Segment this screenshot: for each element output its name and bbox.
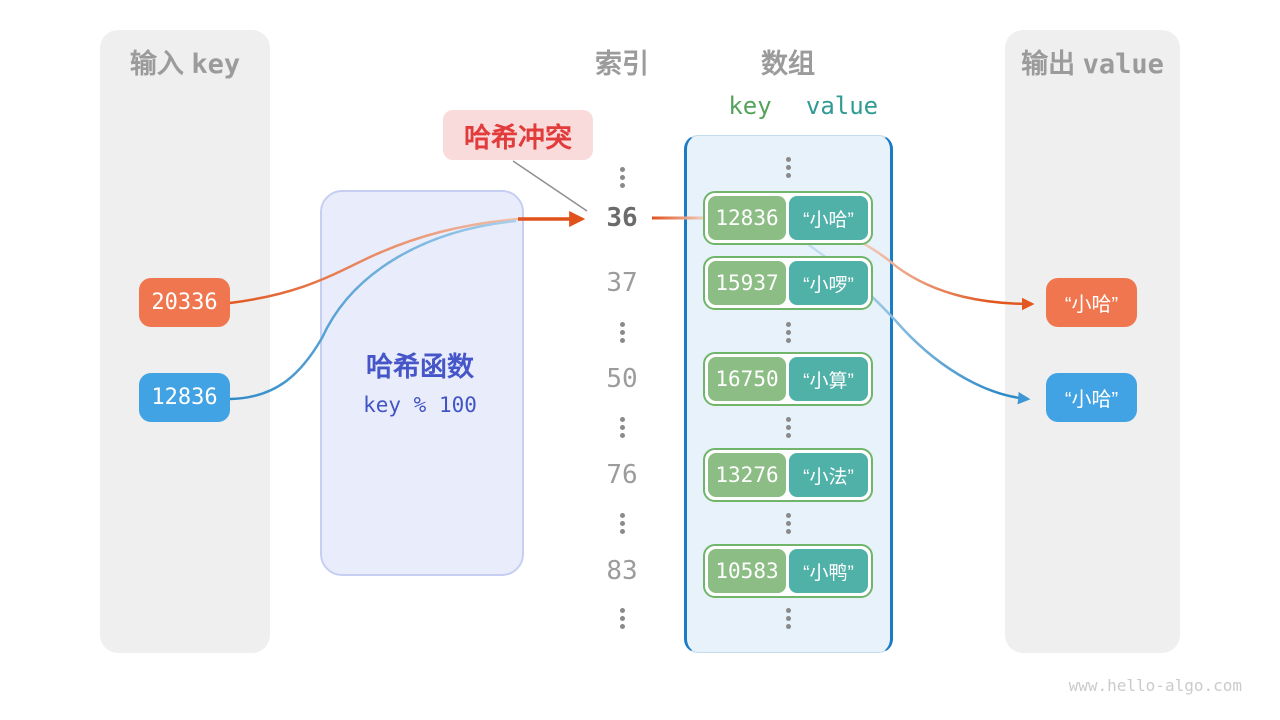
array-key-header: key xyxy=(728,92,772,120)
output-title-en: value xyxy=(1082,49,1164,80)
array-dots xyxy=(738,322,838,343)
hash-function-formula: key % 100 xyxy=(363,393,477,417)
hash-collision-label: 哈希冲突 xyxy=(443,110,593,160)
output-panel-title: 输出 value xyxy=(1005,42,1180,81)
array-dots xyxy=(738,608,838,629)
hash-collision-text: 哈希冲突 xyxy=(464,122,572,153)
array-row-15937: 15937 “小啰” xyxy=(703,256,873,310)
array-value-header: value xyxy=(805,92,879,120)
array-value-box: “小法” xyxy=(789,453,868,497)
array-value-box: “小啰” xyxy=(789,261,868,305)
index-cell-37: 37 xyxy=(606,268,638,298)
input-key-20336-label: 20336 xyxy=(151,290,218,315)
array-key-box: 12836 xyxy=(708,196,786,240)
index-dots xyxy=(572,608,672,629)
array-value-box: “小鸭” xyxy=(789,549,868,593)
input-panel xyxy=(100,30,270,653)
array-panel-title: 数组 xyxy=(761,49,815,79)
input-key-20336: 20336 xyxy=(139,278,230,327)
array-key-box: 13276 xyxy=(708,453,786,497)
watermark-url: www.hello-algo.com xyxy=(1068,676,1242,695)
output-title-zh: 输出 xyxy=(1021,49,1076,79)
index-column-title: 索引 xyxy=(595,49,649,79)
array-row-10583: 10583 “小鸭” xyxy=(703,544,873,598)
output-panel xyxy=(1005,30,1180,653)
input-title-en: key xyxy=(191,49,241,80)
index-dots xyxy=(572,322,672,343)
input-key-12836-label: 12836 xyxy=(151,385,218,410)
index-cell-76: 76 xyxy=(606,460,638,490)
array-key-box: 10583 xyxy=(708,549,786,593)
array-dots xyxy=(738,417,838,438)
array-row-13276: 13276 “小法” xyxy=(703,448,873,502)
array-row-12836: 12836 “小哈” xyxy=(703,191,873,245)
index-cell-83: 83 xyxy=(606,556,638,586)
array-dots xyxy=(738,157,838,178)
output-value-blue-label: “小哈” xyxy=(1064,389,1119,411)
array-key-box: 16750 xyxy=(708,357,786,401)
index-cell-50: 50 xyxy=(606,364,638,394)
output-value-orange-label: “小哈” xyxy=(1064,294,1119,316)
hash-function-title: 哈希函数 xyxy=(366,352,474,382)
index-cell-36: 36 xyxy=(606,203,638,233)
array-value-box: “小哈” xyxy=(789,196,868,240)
index-dots xyxy=(572,513,672,534)
array-value-box: “小算” xyxy=(789,357,868,401)
output-value-orange: “小哈” xyxy=(1046,278,1137,327)
array-key-box: 15937 xyxy=(708,261,786,305)
input-key-12836: 12836 xyxy=(139,373,230,422)
input-panel-title: 输入 key xyxy=(100,42,270,81)
array-row-16750: 16750 “小算” xyxy=(703,352,873,406)
array-dots xyxy=(738,513,838,534)
input-title-zh: 输入 xyxy=(129,49,184,79)
index-dots xyxy=(572,417,672,438)
output-value-blue: “小哈” xyxy=(1046,373,1137,422)
index-dots xyxy=(572,167,672,188)
